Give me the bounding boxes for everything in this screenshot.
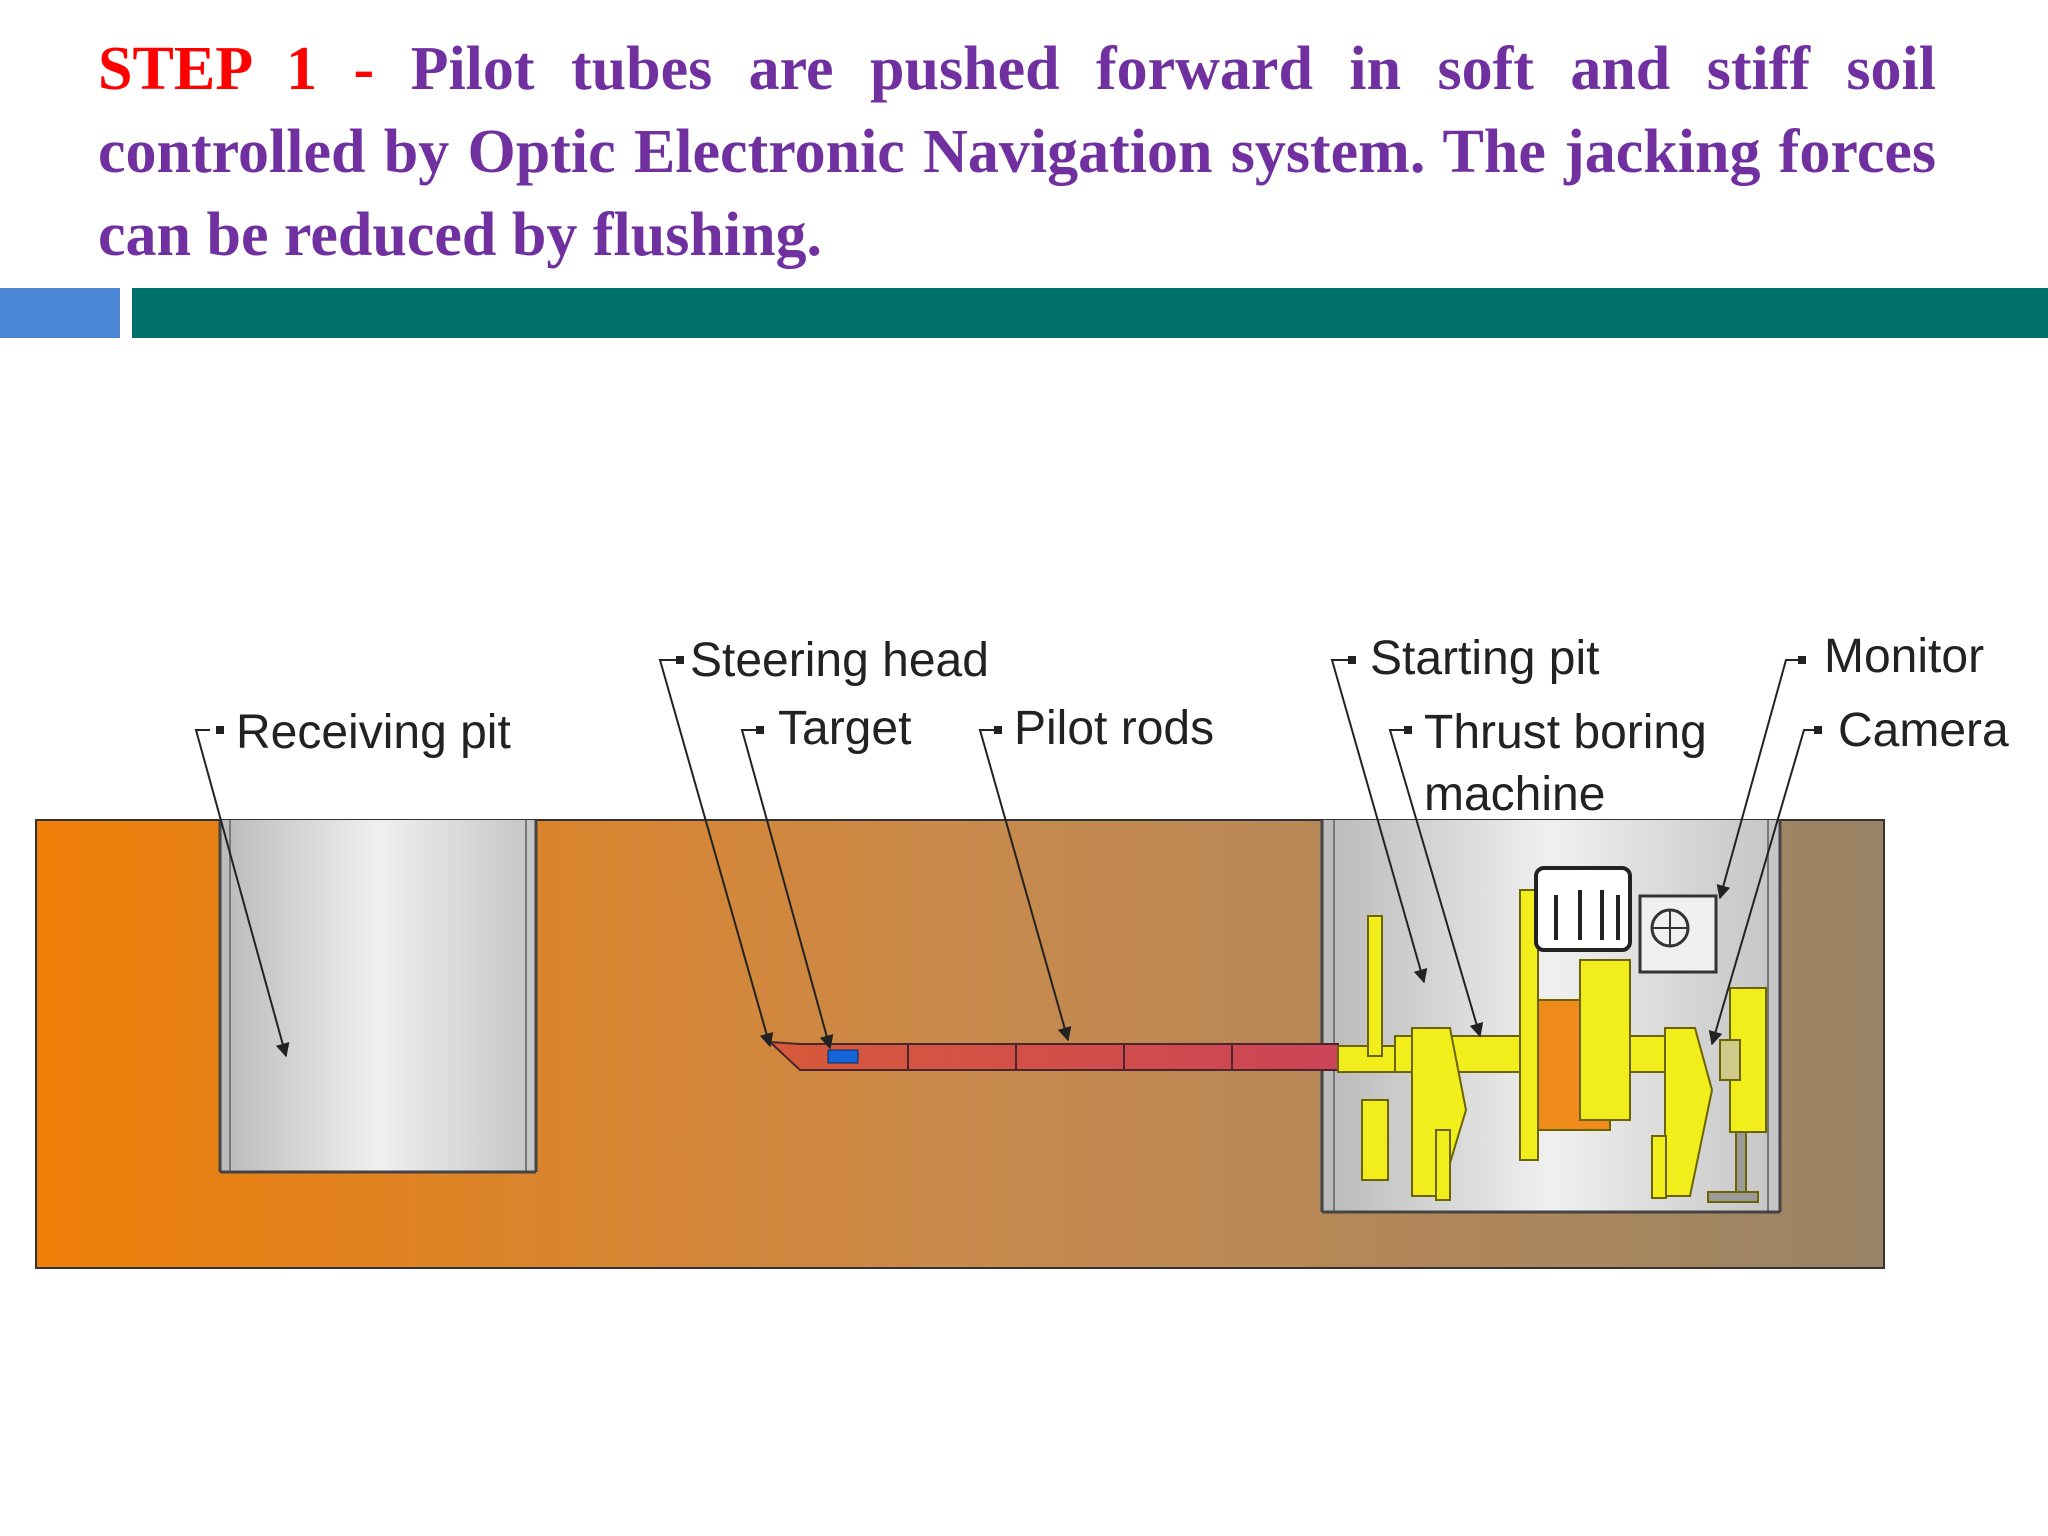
monitor-device (1638, 894, 1718, 974)
label-thrust-boring-machine: machine (1424, 768, 1605, 821)
label-camera: Camera (1838, 704, 2009, 757)
leader-ticks (216, 656, 1822, 734)
label-starting-pit: Starting pit (1370, 632, 1599, 685)
slide-title: STEP 1 - Pilot tubes are pushed forward … (98, 28, 1936, 277)
label-target: Target (778, 702, 911, 755)
label-steering-head: Steering head (690, 634, 989, 687)
label-pilot-rods: Pilot rods (1014, 702, 1214, 755)
step-prefix: STEP 1 - (98, 35, 375, 103)
label-receiving-pit: Receiving pit (236, 706, 511, 759)
accent-bar-blue (0, 288, 120, 338)
thrust-boring-machine (1337, 889, 1767, 1203)
label-monitor: Monitor (1824, 630, 1984, 683)
accent-bar-teal (132, 288, 2048, 338)
control-panel (1534, 866, 1632, 952)
label-thrust-boring: Thrust boring (1424, 706, 1707, 759)
receiving-pit (218, 820, 538, 1174)
title-text: Pilot tubes are pushed forward in soft a… (98, 35, 1937, 269)
target-marker (827, 1049, 859, 1064)
leader-lines (194, 659, 1820, 1058)
